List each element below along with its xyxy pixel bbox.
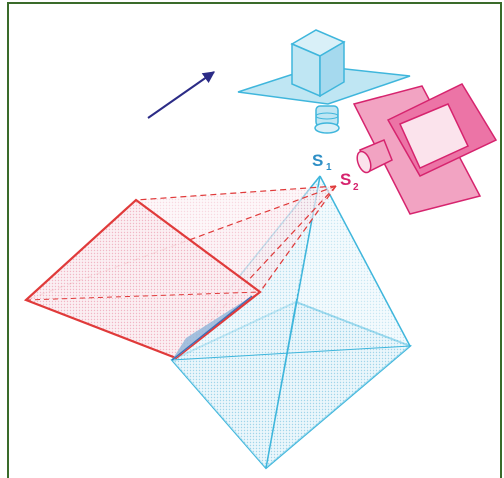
- camera-icon: [237, 29, 411, 134]
- diagram-frame: [7, 2, 502, 478]
- s2-label: S: [340, 170, 351, 189]
- s1-label: S: [312, 151, 323, 170]
- direction-arrow: [147, 71, 215, 119]
- camera-icon: [352, 83, 498, 215]
- label-s1: S 1: [312, 151, 332, 173]
- overlap-strip: [171, 295, 253, 361]
- s2-subscript: 2: [353, 182, 359, 193]
- arrow-icon: [147, 71, 215, 119]
- s1-subscript: 1: [326, 162, 332, 173]
- label-s2: S 2: [340, 170, 359, 193]
